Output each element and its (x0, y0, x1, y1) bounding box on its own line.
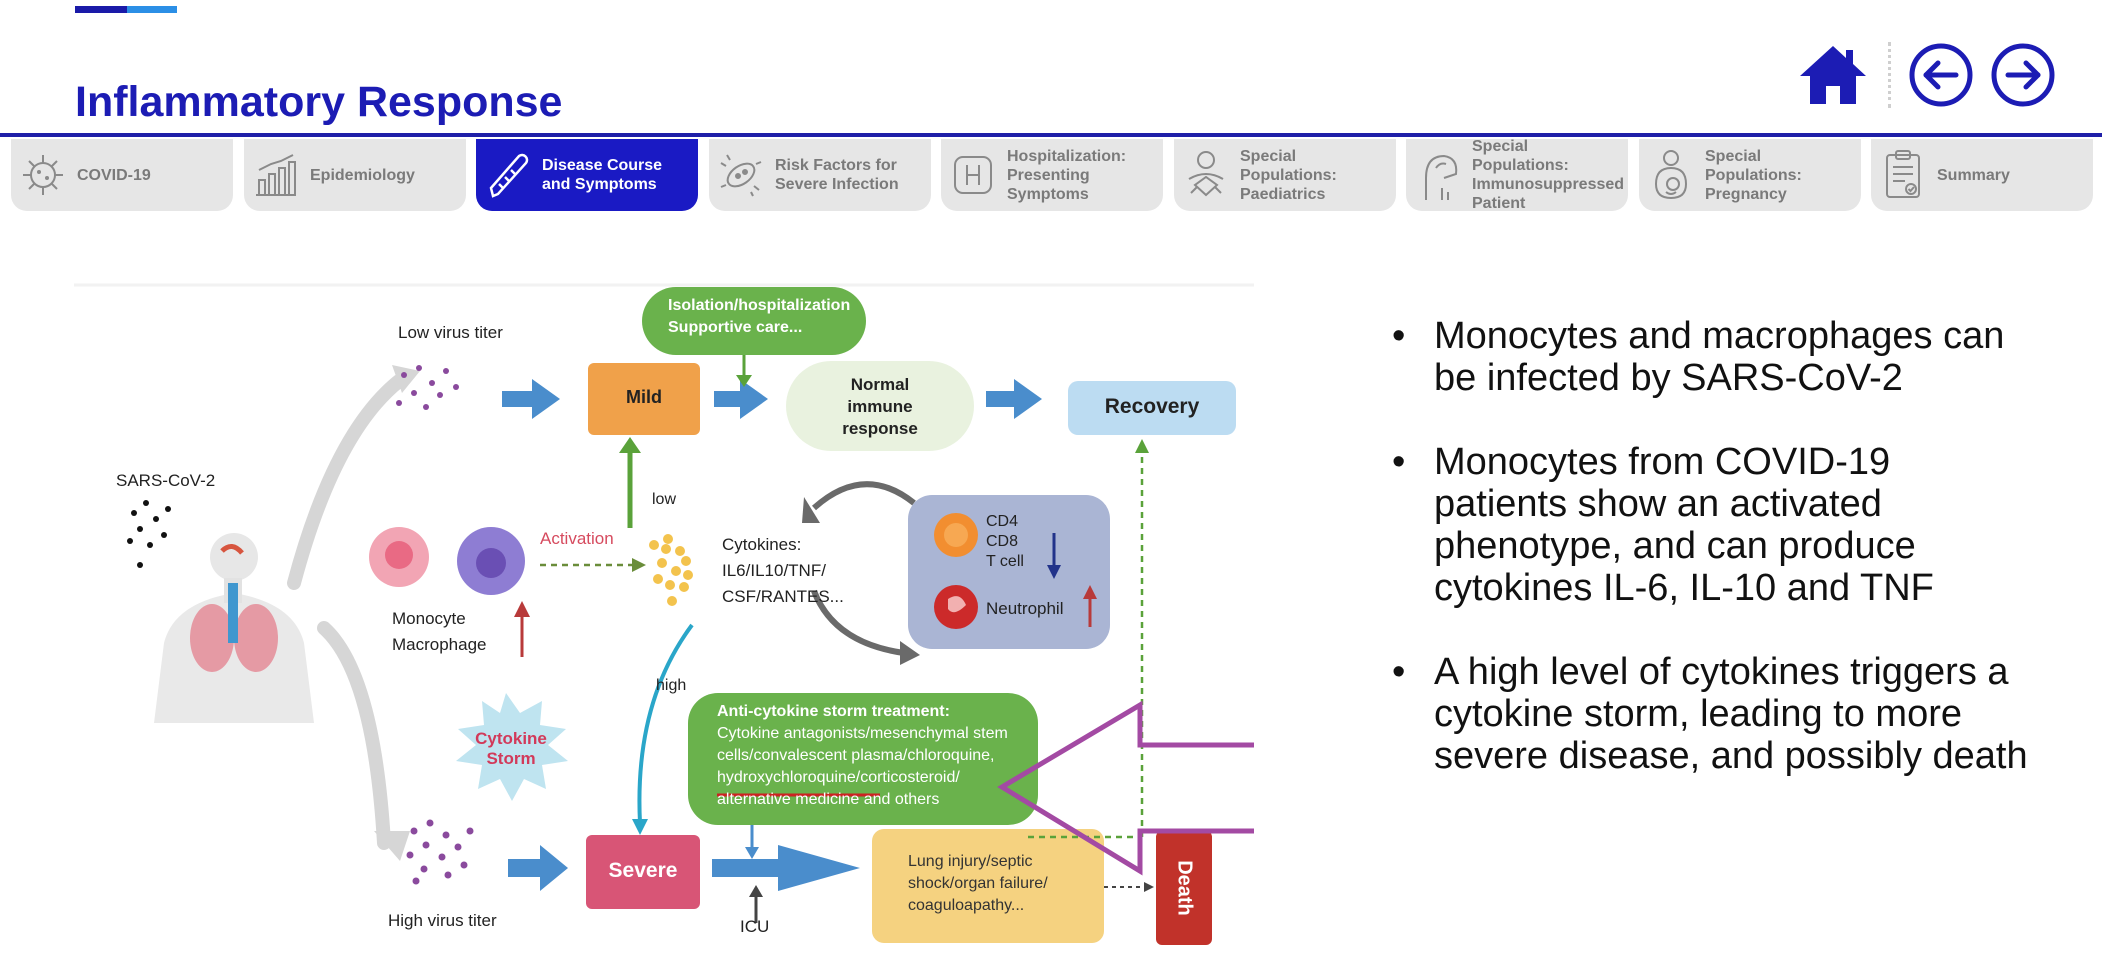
bullet-marker: • (1392, 441, 1406, 483)
tab-label: COVID-19 (77, 166, 151, 184)
bullet-text: A high level of cytokines triggers a cyt… (1434, 651, 2028, 777)
bullet-item: • Monocytes and macrophages can be infec… (1392, 315, 2032, 399)
treatment-line-4: alternative medicine and others (717, 791, 940, 808)
monocyte-macrophage-cells (369, 527, 525, 595)
isolation-line-1: Isolation/hospitalization (668, 297, 851, 314)
page-title: Inflammatory Response (75, 78, 563, 126)
tab-label: Summary (1937, 166, 2010, 184)
lung-injury-line-1: Lung injury/septic (908, 853, 1033, 870)
back-button[interactable] (1908, 42, 1974, 113)
forward-button[interactable] (1990, 42, 2056, 113)
cd4-label: CD4 (986, 513, 1019, 530)
mild-label: Mild (626, 387, 662, 407)
activation-label: Activation (540, 529, 614, 548)
normal-immune-line-2: immune (847, 397, 913, 416)
isolation-line-2: Supportive care... (668, 319, 803, 336)
tab-label: Epidemiology (310, 166, 415, 184)
cd8-label: CD8 (986, 533, 1019, 550)
arrow-right-circle-icon (1991, 43, 2055, 107)
bullet-item: • A high level of cytokines triggers a c… (1392, 651, 2032, 777)
normal-immune-line-3: response (842, 419, 918, 438)
bar-chart-icon (252, 148, 300, 202)
annotation-arrow (997, 700, 1254, 876)
tab-label: Hospitalization: Presenting Symptoms (1007, 147, 1127, 203)
neutrophil-label: Neutrophil (986, 599, 1064, 618)
treatment-title: Anti-cytokine storm treatment: (717, 703, 950, 720)
treatment-line-1: Cytokine antagonists/mesenchymal stem (717, 725, 1008, 742)
sars-cov-2-label: SARS-CoV-2 (116, 471, 216, 490)
tab-risk-factors[interactable]: Risk Factors for Severe Infection (709, 139, 931, 211)
child-icon (1182, 148, 1230, 202)
control-divider (1888, 42, 1891, 108)
lung-injury-line-3: coaguloapathy... (908, 897, 1025, 914)
tab-hospitalization[interactable]: Hospitalization: Presenting Symptoms (941, 139, 1163, 211)
tab-paediatrics[interactable]: Special Populations: Paediatrics (1174, 139, 1396, 211)
bullet-list: • Monocytes and macrophages can be infec… (1392, 315, 2032, 819)
bullet-marker: • (1392, 651, 1406, 693)
recovery-label: Recovery (1104, 395, 1200, 418)
tab-label: Special Populations: Paediatrics (1240, 147, 1337, 203)
header-accent-light (127, 6, 177, 13)
tab-label: Disease Course and Symptoms (542, 157, 663, 193)
patient-icon (1414, 148, 1462, 202)
cytokine-storm-line-1: Cytokine (475, 729, 547, 748)
nav-divider (0, 133, 2102, 137)
hospital-icon (949, 148, 997, 202)
tab-immunosuppressed[interactable]: Special Populations: Immunosuppressed Pa… (1406, 138, 1628, 212)
severe-label: Severe (608, 859, 678, 882)
high-label: high (656, 677, 687, 694)
tab-epidemiology[interactable]: Epidemiology (244, 139, 466, 211)
icu-label: ICU (740, 917, 770, 936)
tab-pregnancy[interactable]: Special Populations: Pregnancy (1639, 139, 1861, 211)
treatment-line-2: cells/convalescent plasma/chloroquine, (717, 747, 995, 764)
normal-immune-line-1: Normal (850, 375, 910, 394)
bullet-marker: • (1392, 315, 1406, 357)
inflammatory-response-diagram: Low virus titer High virus titer SARS-Co… (74, 283, 1254, 951)
cytokines-line-1: Cytokines: (722, 535, 802, 554)
bacteria-icon (717, 148, 765, 202)
virus-icon (19, 148, 67, 202)
tab-covid-19[interactable]: COVID-19 (11, 139, 233, 211)
monocyte-label: Monocyte (392, 609, 466, 628)
cytokines-line-3: CSF/RANTES... (722, 587, 844, 606)
cytokine-storm-line-2: Storm (486, 749, 536, 768)
bullet-text: Monocytes and macrophages can be infecte… (1434, 315, 2005, 399)
macrophage-label: Macrophage (392, 635, 487, 654)
cytokines-line-2: IL6/IL10/TNF/ (722, 561, 826, 580)
treatment-line-3: hydroxychloroquine/corticosteroid/ (717, 769, 960, 786)
home-icon (1800, 46, 1866, 104)
tab-summary[interactable]: Summary (1871, 139, 2093, 211)
tab-disease-course[interactable]: Disease Course and Symptoms (476, 139, 698, 211)
header-accent-dark (75, 6, 127, 13)
thermometer-icon (484, 148, 532, 202)
arrow-left-circle-icon (1909, 43, 1973, 107)
human-body-illustration (154, 533, 314, 723)
low-label: low (652, 491, 677, 508)
diagram-graphics (74, 283, 1254, 945)
tab-label: Special Populations: Immunosuppressed Pa… (1472, 138, 1625, 212)
tcell-label: T cell (986, 553, 1024, 570)
home-button[interactable] (1798, 42, 1868, 113)
bullet-text: Monocytes from COVID-19 patients show an… (1434, 441, 1934, 609)
death-label: Death (1173, 860, 1196, 916)
pregnancy-icon (1647, 148, 1695, 202)
clipboard-icon (1879, 148, 1927, 202)
tab-label: Risk Factors for Severe Infection (775, 157, 899, 193)
low-virus-titer-label: Low virus titer (398, 323, 503, 342)
tab-label: Special Populations: Pregnancy (1705, 147, 1802, 203)
lung-injury-line-2: shock/organ failure/ (908, 875, 1048, 892)
high-virus-titer-label: High virus titer (388, 911, 497, 930)
bullet-item: • Monocytes from COVID-19 patients show … (1392, 441, 2032, 609)
